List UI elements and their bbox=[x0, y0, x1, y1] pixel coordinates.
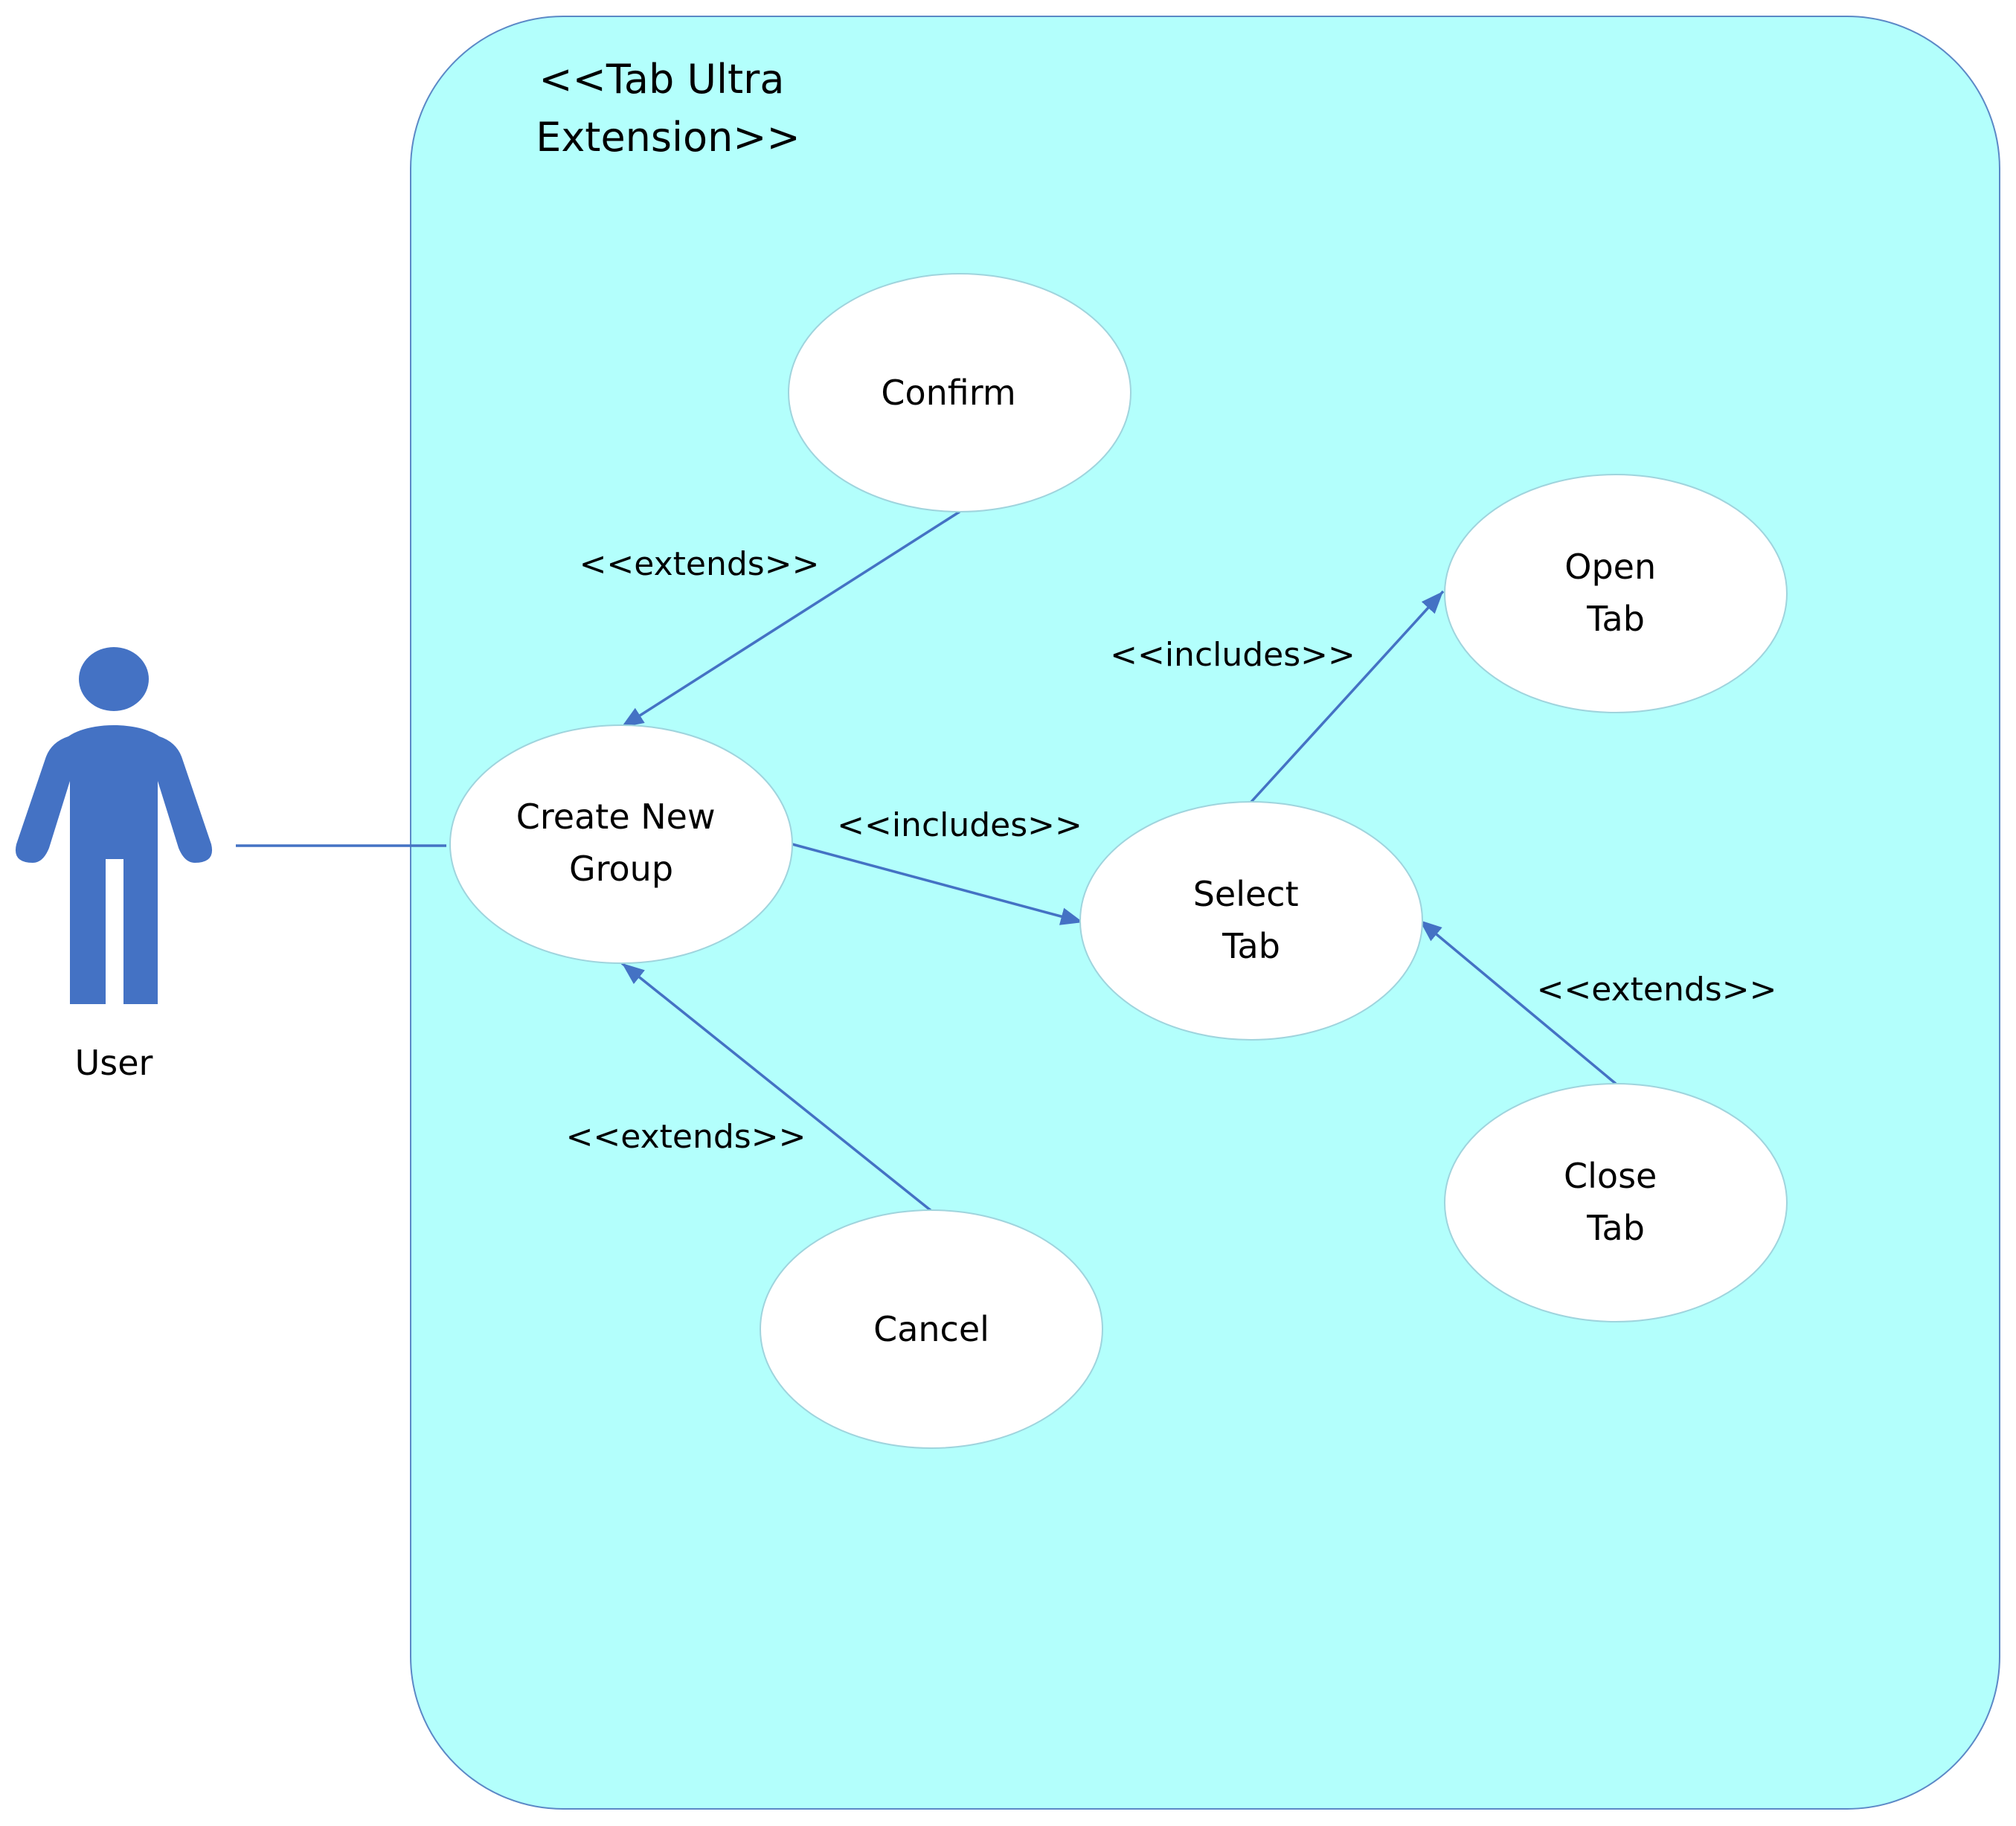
relation-label-close-tab-extends: <<extends>> bbox=[1537, 971, 1777, 1009]
system-title-line-1: <<Tab Ultra bbox=[539, 56, 784, 103]
edge-create-group-to-select-tab bbox=[792, 843, 1084, 925]
use-case-select-tab-label: Select Tab bbox=[1193, 874, 1310, 966]
relation-label-confirm-extends: <<extends>> bbox=[580, 545, 820, 583]
person-icon bbox=[15, 647, 213, 1004]
actor-user[interactable]: User bbox=[15, 647, 213, 1083]
system-title: <<Tab Ultra Extension>> bbox=[536, 56, 800, 161]
use-case-cancel-label: Cancel bbox=[873, 1309, 989, 1349]
use-case-create-new-group[interactable]: Create New Group bbox=[449, 724, 793, 964]
use-case-confirm-label: Confirm bbox=[881, 373, 1015, 413]
relation-label-open-tab-includes: <<includes>> bbox=[1110, 636, 1355, 674]
use-case-open-tab-label: Open Tab bbox=[1564, 547, 1667, 639]
system-title-line-2: Extension>> bbox=[536, 114, 800, 161]
use-case-create-new-group-label: Create New Group bbox=[516, 797, 726, 889]
edge-select-tab-to-open-tab bbox=[1250, 590, 1445, 803]
relation-label-cancel-extends: <<extends>> bbox=[566, 1118, 806, 1156]
edge-close-tab-to-select-tab bbox=[1418, 919, 1617, 1085]
use-case-close-tab[interactable]: Close Tab bbox=[1444, 1083, 1788, 1322]
use-case-cancel[interactable]: Cancel bbox=[760, 1209, 1103, 1449]
edge-confirm-to-create-group bbox=[620, 510, 960, 729]
actor-user-label: User bbox=[75, 1043, 153, 1083]
relation-label-select-tab-includes: <<includes>> bbox=[837, 806, 1082, 844]
use-case-open-tab[interactable]: Open Tab bbox=[1444, 474, 1788, 713]
edge-cancel-to-create-group bbox=[620, 962, 933, 1212]
use-case-close-tab-label: Close Tab bbox=[1564, 1156, 1668, 1248]
use-case-confirm[interactable]: Confirm bbox=[788, 273, 1131, 512]
use-case-select-tab[interactable]: Select Tab bbox=[1079, 801, 1423, 1041]
